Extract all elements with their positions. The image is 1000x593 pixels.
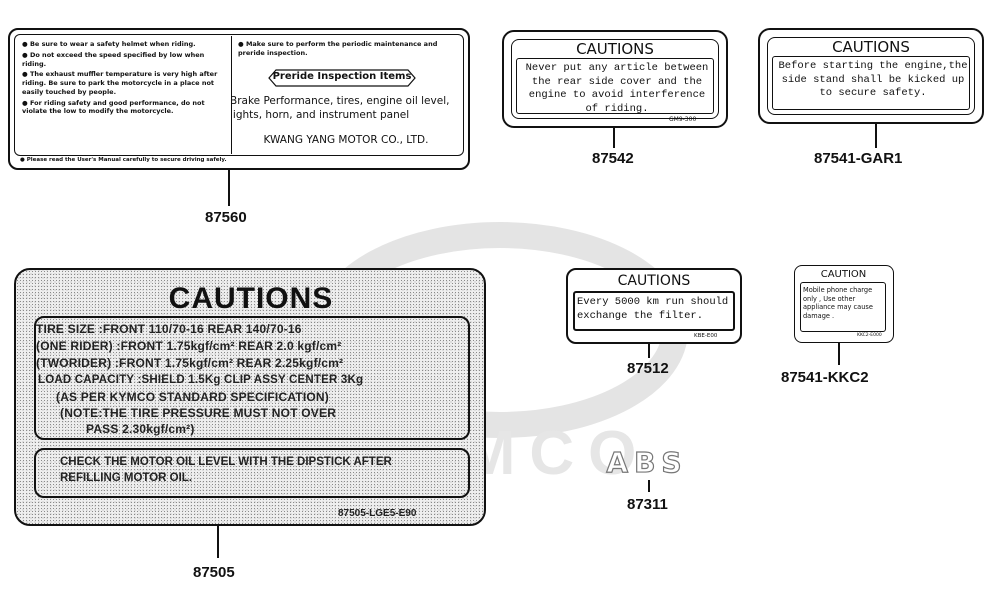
label-87505-code: 87505-LGE5-E90 (338, 508, 417, 519)
bullet-muffler: ● The exhaust muffler temperature is ver… (22, 70, 218, 96)
label-87505-oil-box (34, 448, 470, 498)
leader-line-87505 (217, 526, 219, 558)
load-capacity-row: LOAD CAPACITY :SHIELD 1.5Kg CLIP ASSY CE… (38, 374, 364, 386)
one-rider-row: (ONE RIDER) :FRONT 1.75kgf/cm² REAR 2.0 … (36, 339, 342, 353)
label-87542-text: Never put any article between the rear s… (525, 62, 709, 115)
leader-line-87512 (648, 344, 650, 358)
tire-size-row: TIRE SIZE :FRONT 110/70-16 REAR 140/70-1… (36, 322, 302, 336)
label-87560-inner-border (14, 34, 464, 156)
label-87542: CAUTIONS Never put any article between t… (502, 30, 728, 128)
label-87541-gar1: CAUTIONS Before starting the engine,the … (758, 28, 984, 124)
leader-line-87560 (228, 170, 230, 206)
leader-line-87541-gar1 (875, 124, 877, 148)
label-87512-text-box (573, 291, 735, 331)
abs-emblem: ABS (606, 445, 688, 479)
part-number-87560: 87560 (205, 209, 247, 226)
label-87542-title: CAUTIONS (576, 40, 654, 58)
leader-line-87311 (648, 480, 650, 492)
label-87541-kkc2-text-box (800, 282, 886, 332)
label-87541-gar1-inner-border (767, 37, 975, 115)
label-87541-kkc2-title: CAUTION (820, 269, 867, 280)
inspection-items-text: Brake Performance, tires, engine oil lev… (230, 95, 450, 122)
label-87505-spec-box (34, 316, 470, 440)
left-bullets: ● Be sure to wear a safety helmet when r… (22, 40, 222, 116)
label-87542-code: GM9-300 (669, 116, 697, 123)
part-number-87542: 87542 (592, 150, 634, 167)
label-87541-kkc2-code: KKC2-E000 (857, 333, 882, 338)
part-number-87541-kkc2: 87541-KKC2 (781, 369, 869, 386)
preride-title-frame (268, 69, 416, 87)
label-87512: CAUTIONS Every 5000 km run should exchan… (566, 268, 742, 344)
label-87541-kkc2: CAUTION Mobile phone charge only , Use o… (794, 265, 894, 343)
company-name: KWANG YANG MOTOR CO., LTD. (263, 134, 429, 146)
two-rider-row: (TWORIDER) :FRONT 1.75kgf/cm² REAR 2.25k… (36, 356, 344, 370)
part-number-87311: 87311 (627, 496, 668, 513)
label-87541-gar1-text: Before starting the engine,the side stan… (778, 60, 968, 100)
label-87512-code: KBE-E00 (694, 333, 718, 339)
leader-line-87541-kkc2 (838, 343, 840, 365)
manual-footer: ● Please read the User's Manual carefull… (20, 157, 227, 163)
part-number-87541-gar1: 87541-GAR1 (814, 150, 903, 167)
bullet-speed: ● Do not exceed the speed specified by l… (22, 50, 205, 68)
label-87542-inner-border (511, 39, 719, 119)
label-87541-kkc2-text: Mobile phone charge only , Use other app… (803, 286, 873, 320)
part-number-87505: 87505 (193, 564, 235, 581)
label-87560-divider (231, 36, 232, 154)
standard-spec-row: (AS PER KYMCO STANDARD SPECIFICATION) (56, 390, 329, 404)
label-87505-title: CAUTIONS (168, 282, 334, 315)
preride-title-box: Preride Inspection Items (268, 69, 416, 87)
label-87542-text-box (516, 58, 714, 114)
leader-line-87542 (613, 128, 615, 148)
note-row: (NOTE:THE TIRE PRESSURE MUST NOT OVER (60, 406, 337, 420)
label-87541-gar1-title: CAUTIONS (832, 38, 910, 56)
label-87505: CAUTIONS TIRE SIZE :FRONT 110/70-16 REAR… (14, 268, 486, 526)
part-number-87512: 87512 (627, 360, 669, 377)
label-87512-title: CAUTIONS (617, 273, 691, 289)
preride-title: Preride Inspection Items (272, 71, 412, 82)
label-87560: ● Be sure to wear a safety helmet when r… (8, 28, 470, 170)
bullet-helmet: ● Be sure to wear a safety helmet when r… (22, 40, 196, 48)
pass-row: PASS 2.30kgf/cm²) (86, 422, 195, 436)
label-87541-gar1-text-box (772, 56, 970, 110)
label-87512-text: Every 5000 km run should exchange the fi… (577, 296, 729, 322)
right-bullet: ● Make sure to perform the periodic main… (238, 40, 438, 57)
bullet-modify: ● For riding safety and good performance… (22, 98, 205, 116)
oil-check-text: CHECK THE MOTOR OIL LEVEL WITH THE DIPST… (60, 456, 392, 485)
